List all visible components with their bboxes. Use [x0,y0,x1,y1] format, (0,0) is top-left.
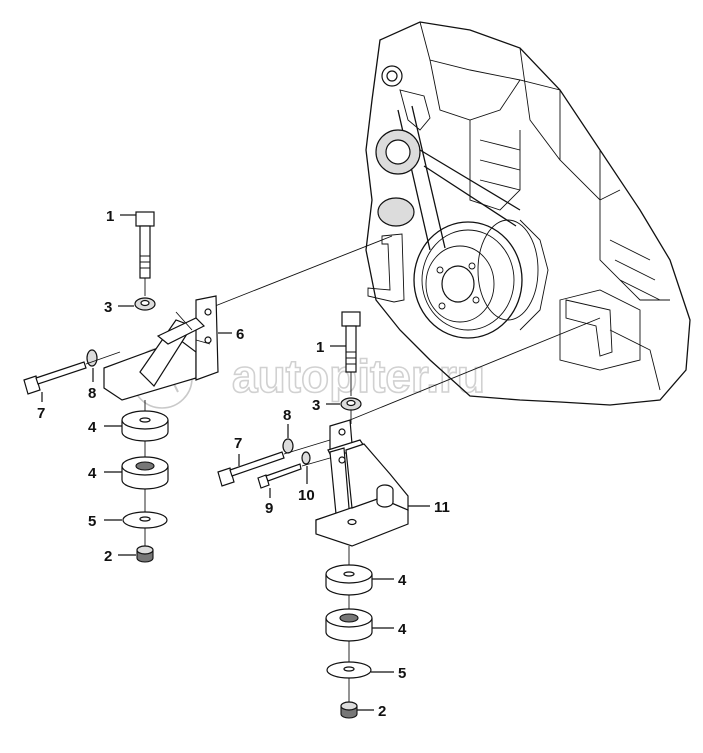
nut-right [340,701,358,719]
callout-right-3: 3 [312,397,320,414]
washer-right-small [301,451,311,465]
engine-block [365,21,691,406]
rubber-right-lower [325,608,373,642]
callout-left-4-upper: 4 [88,419,97,436]
right-mount-assembly [217,311,601,719]
rubber-left-lower [121,456,169,490]
watermark-text: autopiter.ru [232,350,485,402]
crank-pulley [413,221,523,339]
callout-numbers: 1 3 6 7 8 4 4 5 2 1 3 8 7 10 9 11 4 4 5 … [37,208,450,720]
callout-right-4-lower: 4 [398,621,407,638]
callout-left-5: 5 [88,513,96,530]
callout-right-4-upper: 4 [398,572,407,589]
callout-left-2: 2 [104,548,112,565]
callout-right-1: 1 [316,339,324,356]
washer-right-side [282,438,294,454]
callout-right-10: 10 [298,487,315,504]
callout-right-5: 5 [398,665,406,682]
left-mount-assembly [23,211,393,563]
rubber-right-upper [325,564,373,596]
bolt-right-side [217,451,285,487]
callout-left-6: 6 [236,326,244,343]
callout-right-7: 7 [234,435,242,452]
rubber-left-upper [121,410,169,442]
watermark: autopiter.ru [131,347,486,409]
callout-left-4-lower: 4 [88,465,97,482]
callout-right-9: 9 [265,500,273,517]
callout-left-8: 8 [88,385,96,402]
callout-right-11: 11 [434,499,450,516]
bracket-left [103,295,219,401]
callout-left-1: 1 [106,208,114,225]
bolt-left [135,211,155,279]
washer-left-side [86,349,98,367]
callout-leaders [41,214,430,711]
bracket-right [315,419,409,547]
nut-left [136,545,154,563]
callout-right-2: 2 [378,703,386,720]
bolt-right-small [257,463,302,489]
bolt-left-side [23,361,87,395]
callout-left-7: 7 [37,405,45,422]
callout-left-3: 3 [104,299,112,316]
callout-right-8: 8 [283,407,291,424]
